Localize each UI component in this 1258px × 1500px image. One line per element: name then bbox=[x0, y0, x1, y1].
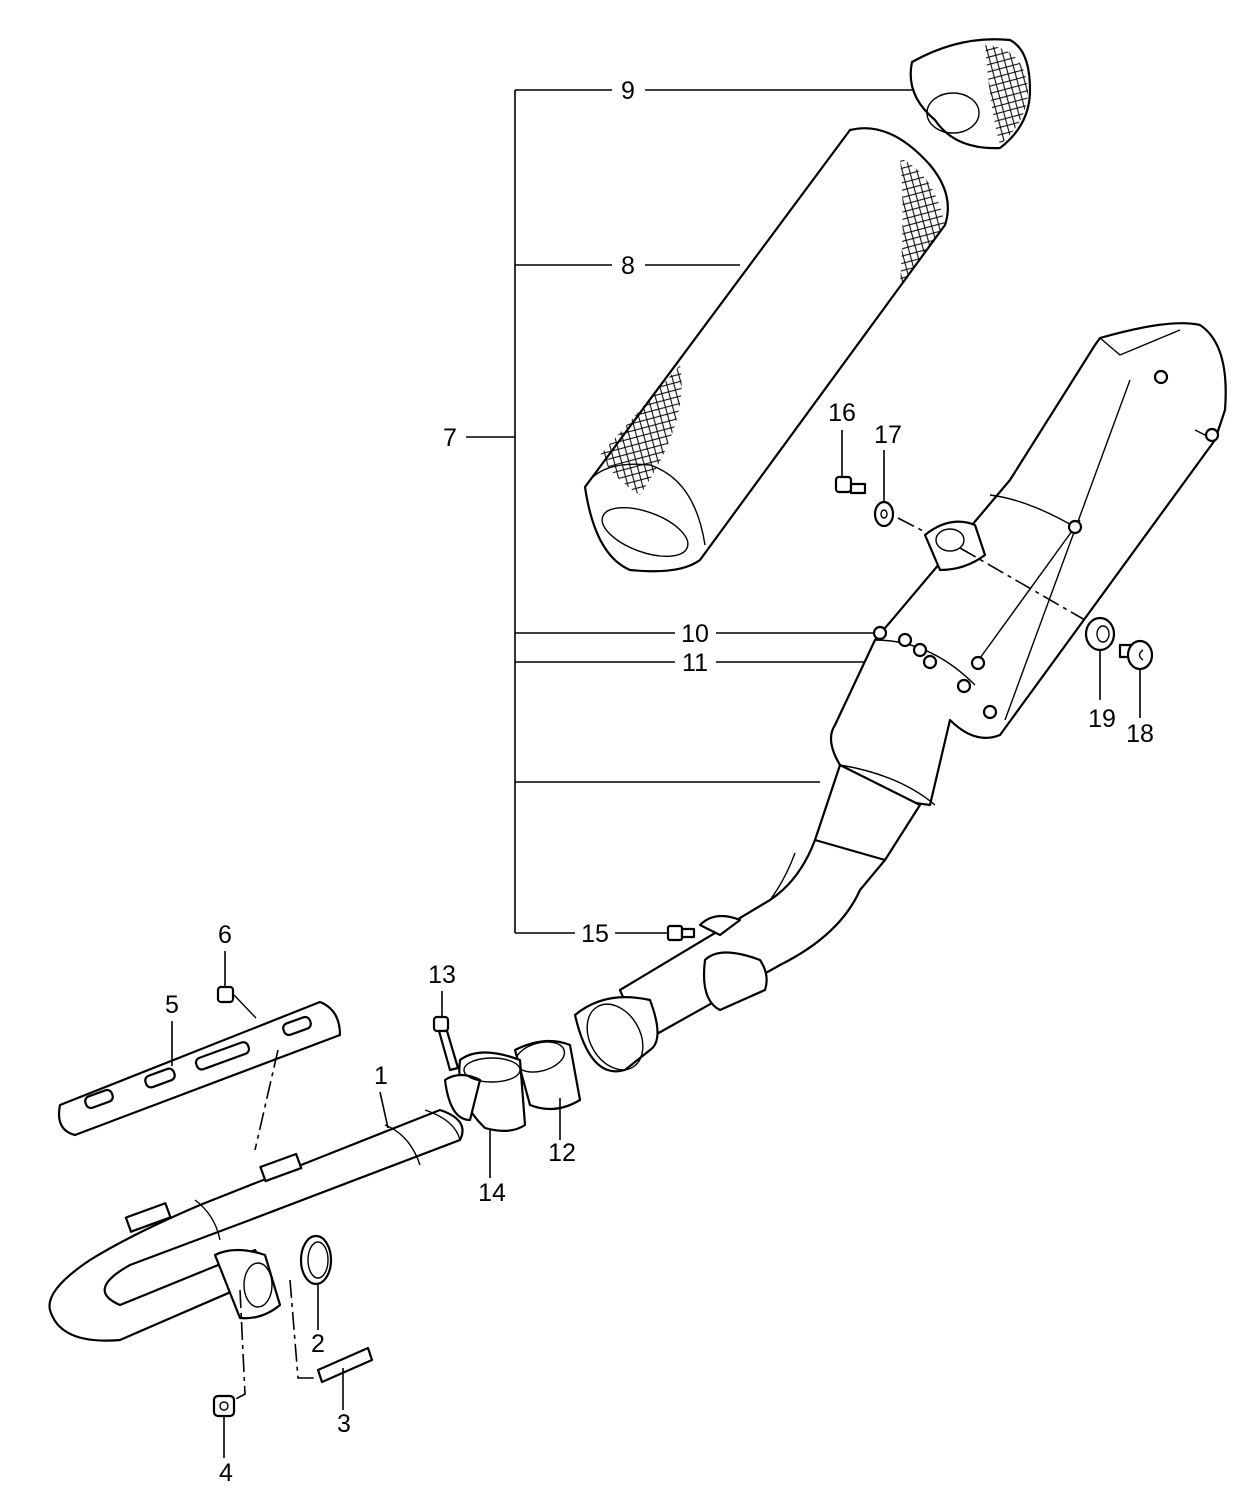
sleeve-12-part bbox=[513, 1039, 582, 1111]
o-ring-part bbox=[299, 1234, 333, 1286]
callout-6: 6 bbox=[218, 921, 232, 949]
callout-5: 5 bbox=[165, 991, 179, 1019]
callout-11: 11 bbox=[682, 649, 708, 677]
washer-17-part bbox=[873, 500, 895, 528]
callout-4: 4 bbox=[219, 1459, 233, 1487]
callout-15: 15 bbox=[581, 920, 609, 948]
mid-pipe bbox=[573, 838, 887, 1073]
collar-18-part bbox=[1118, 639, 1154, 671]
bolt-15-part bbox=[666, 924, 696, 942]
callout-19: 19 bbox=[1088, 705, 1116, 733]
callout-17: 17 bbox=[874, 421, 902, 449]
callout-9: 9 bbox=[621, 77, 635, 105]
heat-shield-part bbox=[57, 1000, 342, 1137]
stud-part bbox=[316, 1346, 374, 1384]
clamp-14-part bbox=[443, 1051, 527, 1132]
callout-labels: 9 8 7 16 17 10 11 19 18 15 6 5 13 1 12 1… bbox=[165, 77, 1154, 1487]
nut-part bbox=[212, 1394, 236, 1418]
grommet-19-part bbox=[1084, 616, 1116, 652]
callout-3: 3 bbox=[337, 1410, 351, 1438]
callout-12: 12 bbox=[548, 1139, 576, 1167]
callout-8: 8 bbox=[621, 252, 635, 280]
stud-mount-line bbox=[289, 1279, 318, 1379]
bolt-axis-line bbox=[897, 517, 926, 533]
shield-mount-line bbox=[254, 1049, 279, 1151]
callout-1: 1 bbox=[374, 1062, 388, 1090]
leader-lines bbox=[171, 430, 1141, 1458]
callout-16: 16 bbox=[828, 399, 856, 427]
nut-mount-line bbox=[233, 1289, 246, 1401]
callout-13: 13 bbox=[428, 961, 456, 989]
callout-7: 7 bbox=[443, 424, 457, 452]
header-pipe-part bbox=[48, 1108, 464, 1342]
callout-2: 2 bbox=[311, 1330, 325, 1358]
end-cap-part bbox=[909, 38, 1032, 150]
muffler-assembly bbox=[813, 322, 1227, 862]
mount-axis-line bbox=[959, 547, 1086, 621]
bolt-13-part bbox=[432, 1015, 460, 1072]
callout-14: 14 bbox=[478, 1179, 506, 1207]
bolt-6-part bbox=[216, 985, 257, 1019]
muffler-cover-part bbox=[583, 127, 949, 573]
callout-18: 18 bbox=[1126, 720, 1154, 748]
bolt-16-part bbox=[834, 475, 867, 495]
callout-10: 10 bbox=[681, 620, 709, 648]
